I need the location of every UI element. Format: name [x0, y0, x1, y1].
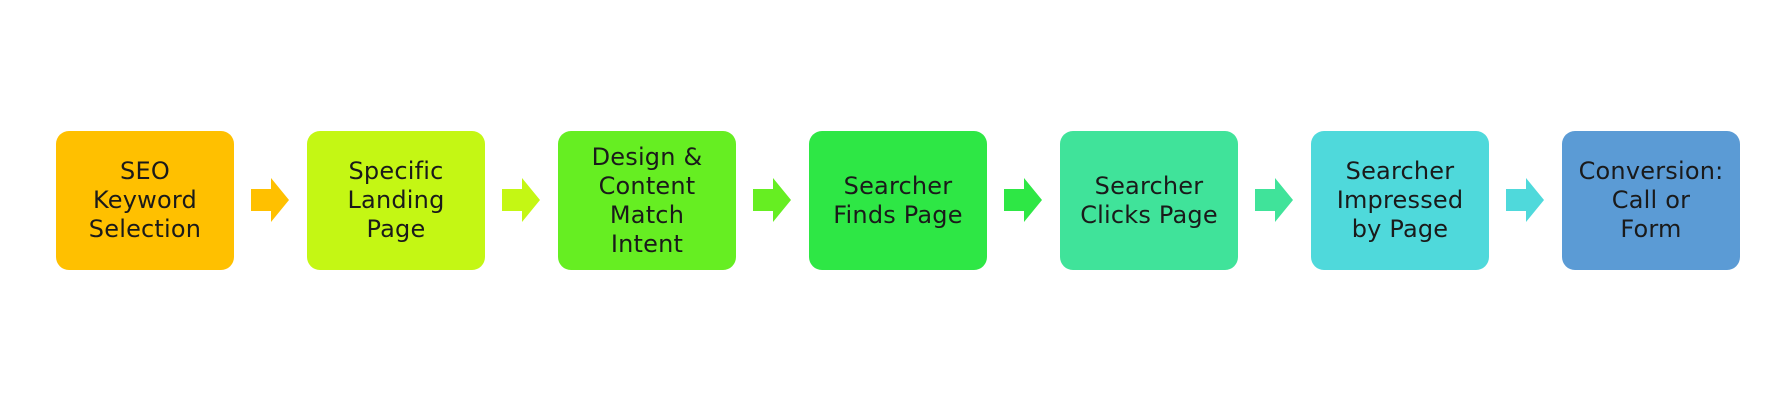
- step-label: Conversion: Call or Form: [1578, 157, 1724, 243]
- arrow-shape: [753, 178, 791, 222]
- step-box-conversion-call-or-form: Conversion: Call or Form: [1562, 131, 1740, 270]
- step-label: Searcher Clicks Page: [1080, 171, 1218, 229]
- right-arrow-icon: [251, 178, 289, 222]
- arrow-shape: [1255, 178, 1293, 222]
- arrow-shape: [1506, 178, 1544, 222]
- right-arrow-icon: [753, 178, 791, 222]
- step-box-searcher-impressed-by-page: Searcher Impressed by Page: [1311, 131, 1489, 270]
- right-arrow-icon: [1004, 178, 1042, 222]
- step-box-specific-landing-page: Specific Landing Page: [307, 131, 485, 270]
- step-label: SEO Keyword Selection: [88, 157, 202, 243]
- right-arrow-icon: [502, 178, 540, 222]
- step-box-searcher-finds-page: Searcher Finds Page: [809, 131, 987, 270]
- step-label: Searcher Finds Page: [833, 171, 963, 229]
- step-box-seo-keyword-selection: SEO Keyword Selection: [56, 131, 234, 270]
- step-label: Specific Landing Page: [347, 157, 445, 243]
- step-label: Searcher Impressed by Page: [1336, 157, 1464, 243]
- step-label: Design & Content Match Intent: [591, 142, 703, 258]
- arrow-shape: [251, 178, 289, 222]
- right-arrow-icon: [1255, 178, 1293, 222]
- right-arrow-icon: [1506, 178, 1544, 222]
- step-box-searcher-clicks-page: Searcher Clicks Page: [1060, 131, 1238, 270]
- step-box-design-content-match-intent: Design & Content Match Intent: [558, 131, 736, 270]
- arrow-shape: [502, 178, 540, 222]
- arrow-shape: [1004, 178, 1042, 222]
